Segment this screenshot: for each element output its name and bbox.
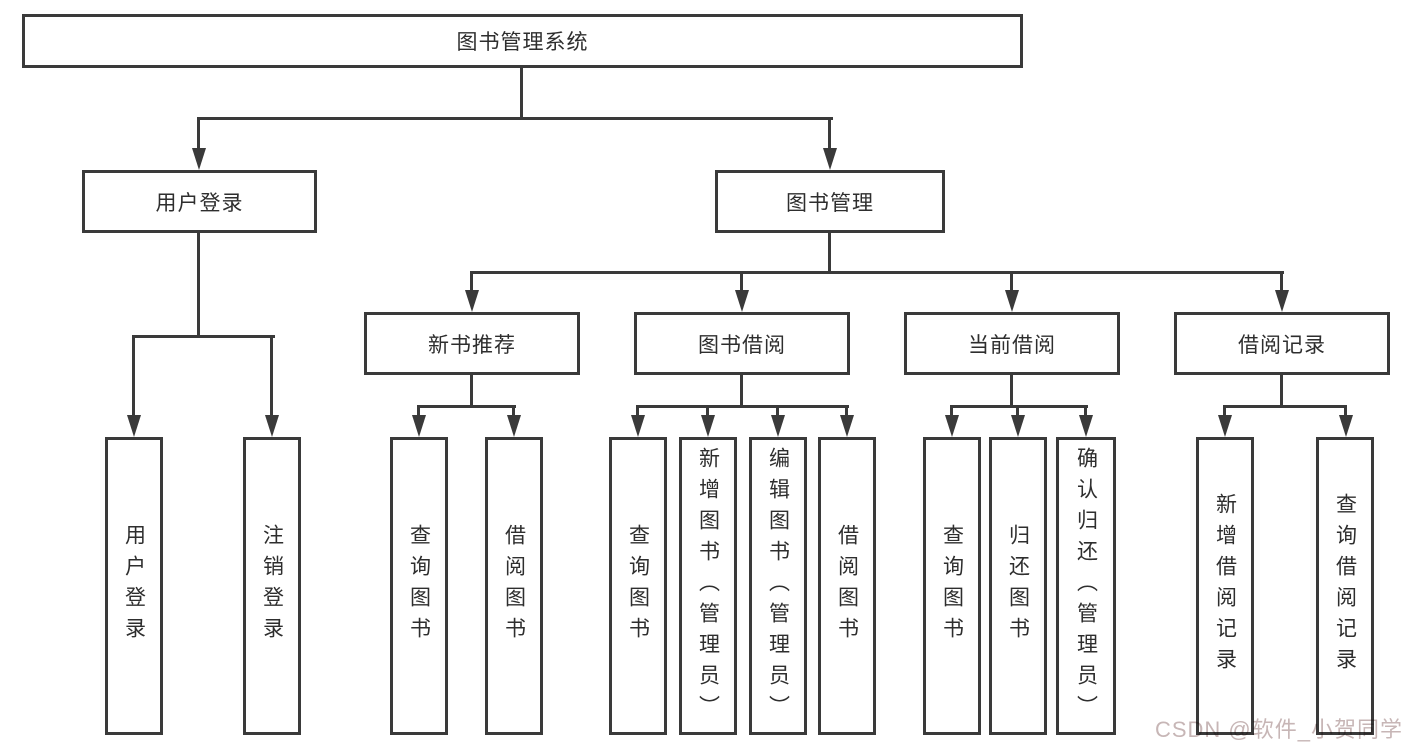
arrowhead-current-borrow <box>1005 290 1019 312</box>
node-current-borrow-label: 当前借阅 <box>968 333 1056 357</box>
arrowhead-leaf <box>1079 415 1093 437</box>
leaf-borrow-books-recommend: 借阅图书 <box>485 437 543 735</box>
connector-current-borrow-branch <box>950 405 1088 408</box>
connector-drop-book-borrow <box>740 271 743 292</box>
connector-drop-leaf <box>950 405 953 417</box>
leaf-query-books-current: 查询图书 <box>923 437 981 735</box>
leaf-borrow-books: 借阅图书 <box>818 437 876 735</box>
leaf-query-books-borrow-label: 查询图书 <box>626 524 650 648</box>
node-user-login-label: 用户登录 <box>155 191 244 215</box>
leaf-user-login-label: 用户登录 <box>122 524 146 648</box>
watermark: CSDN @软件_小贺同学 <box>1154 717 1403 742</box>
node-new-book-recommend: 新书推荐 <box>364 312 580 375</box>
connector-drop-leaf <box>776 405 779 417</box>
connector-new-book-branch <box>417 405 516 408</box>
arrowhead-leaf <box>1339 415 1353 437</box>
connector-user-login-stem <box>197 233 200 338</box>
node-new-book-recommend-label: 新书推荐 <box>428 333 516 357</box>
connector-drop-leaf <box>845 405 848 417</box>
node-borrow-records-label: 借阅记录 <box>1238 333 1326 357</box>
node-root: 图书管理系统 <box>22 14 1023 68</box>
leaf-add-borrow-record-label: 新增借阅记录 <box>1213 493 1237 679</box>
leaf-query-books-recommend: 查询图书 <box>390 437 448 735</box>
leaf-logout: 注销登录 <box>243 437 301 735</box>
leaf-return-books-label: 归还图书 <box>1006 524 1030 648</box>
connector-current-borrow-stem <box>1010 375 1013 408</box>
arrowhead-leaf <box>507 415 521 437</box>
leaf-confirm-return-admin: 确认归还（管理员） <box>1056 437 1116 735</box>
node-borrow-records: 借阅记录 <box>1174 312 1390 375</box>
connector-book-borrow-stem <box>740 375 743 408</box>
connector-drop-leaf <box>417 405 420 417</box>
arrowhead-leaf-login <box>127 415 141 437</box>
connector-drop-leaf <box>512 405 515 417</box>
leaf-add-borrow-record: 新增借阅记录 <box>1196 437 1254 735</box>
arrowhead-leaf <box>840 415 854 437</box>
arrowhead-leaf <box>701 415 715 437</box>
leaf-query-books-recommend-label: 查询图书 <box>407 524 431 648</box>
connector-drop-leaf <box>706 405 709 417</box>
connector-drop-leaf-login <box>132 335 135 417</box>
arrowhead-book-mgmt <box>823 148 837 170</box>
leaf-add-books-admin-label: 新增图书（管理员） <box>696 446 720 726</box>
connector-level2-branch <box>470 271 1284 274</box>
leaf-return-books: 归还图书 <box>989 437 1047 735</box>
node-book-management-label: 图书管理 <box>786 191 874 215</box>
node-root-label: 图书管理系统 <box>456 31 589 54</box>
leaf-user-login: 用户登录 <box>105 437 163 735</box>
connector-drop-user-login <box>197 117 200 150</box>
leaf-logout-label: 注销登录 <box>260 524 284 648</box>
arrowhead-leaf <box>631 415 645 437</box>
node-book-borrow: 图书借阅 <box>634 312 850 375</box>
connector-borrow-records-stem <box>1280 375 1283 408</box>
connector-drop-book-mgmt <box>828 117 831 150</box>
connector-drop-new-book <box>470 271 473 292</box>
arrowhead-book-borrow <box>735 290 749 312</box>
connector-drop-leaf <box>1016 405 1019 417</box>
arrowhead-leaf <box>412 415 426 437</box>
connector-user-login-branch <box>132 335 275 338</box>
arrowhead-leaf-logout <box>265 415 279 437</box>
arrowhead-new-book <box>465 290 479 312</box>
connector-drop-leaf <box>1223 405 1226 417</box>
leaf-edit-books-admin: 编辑图书（管理员） <box>749 437 807 735</box>
connector-drop-leaf <box>636 405 639 417</box>
connector-drop-leaf-logout <box>270 335 273 417</box>
node-book-management: 图书管理 <box>715 170 945 233</box>
connector-new-book-stem <box>470 375 473 408</box>
connector-root-stem <box>520 68 523 118</box>
connector-drop-leaf <box>1344 405 1347 417</box>
connector-borrow-records-branch <box>1223 405 1347 408</box>
leaf-edit-books-admin-label: 编辑图书（管理员） <box>766 446 790 726</box>
node-current-borrow: 当前借阅 <box>904 312 1120 375</box>
leaf-query-books-borrow: 查询图书 <box>609 437 667 735</box>
arrowhead-borrow-records <box>1275 290 1289 312</box>
connector-book-borrow-branch <box>636 405 849 408</box>
arrowhead-leaf <box>945 415 959 437</box>
connector-drop-current-borrow <box>1010 271 1013 292</box>
leaf-query-borrow-record: 查询借阅记录 <box>1316 437 1374 735</box>
node-book-borrow-label: 图书借阅 <box>698 333 786 357</box>
arrowhead-leaf <box>1218 415 1232 437</box>
leaf-borrow-books-recommend-label: 借阅图书 <box>502 524 526 648</box>
connector-drop-borrow-records <box>1280 271 1283 292</box>
node-user-login: 用户登录 <box>82 170 317 233</box>
leaf-confirm-return-admin-label: 确认归还（管理员） <box>1074 446 1098 726</box>
connector-root-branch <box>197 117 833 120</box>
leaf-query-books-current-label: 查询图书 <box>940 524 964 648</box>
leaf-borrow-books-label: 借阅图书 <box>835 524 859 648</box>
arrowhead-user-login <box>192 148 206 170</box>
leaf-query-borrow-record-label: 查询借阅记录 <box>1333 493 1357 679</box>
arrowhead-leaf <box>771 415 785 437</box>
arrowhead-leaf <box>1011 415 1025 437</box>
connector-book-mgmt-stem <box>828 233 831 274</box>
leaf-add-books-admin: 新增图书（管理员） <box>679 437 737 735</box>
connector-drop-leaf <box>1084 405 1087 417</box>
